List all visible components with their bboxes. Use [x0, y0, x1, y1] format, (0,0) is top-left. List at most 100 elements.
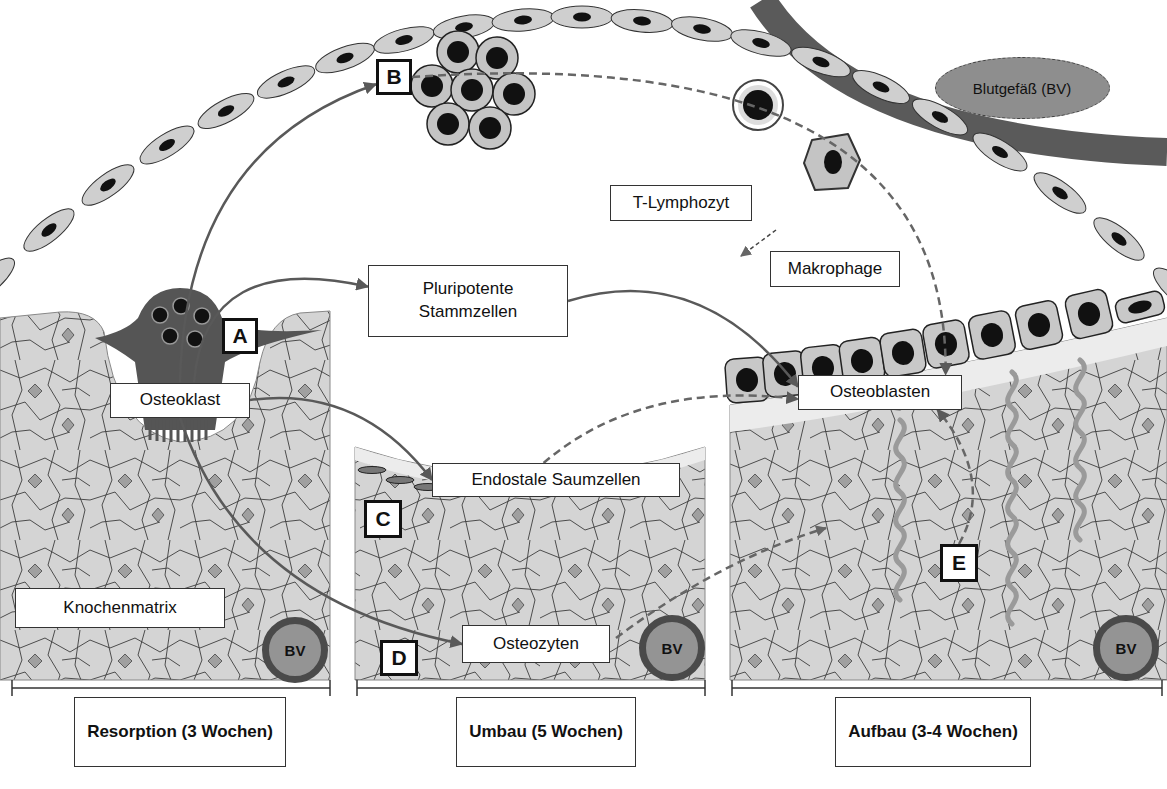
endothelial-cells [633, 16, 652, 27]
endothelial-cells [253, 59, 319, 104]
osteoblast-cells [890, 339, 915, 366]
osteocyte-signal-arrow [616, 528, 826, 638]
blood-vessel [762, 0, 1167, 152]
endothelial-cells [848, 64, 913, 110]
osteoblast-cells [979, 321, 1005, 349]
endothelial-cells [76, 158, 139, 212]
osteoclast-cell [163, 420, 166, 442]
osteoblast-cells [1114, 290, 1166, 325]
phase-brackets [11, 680, 13, 696]
node-text: Osteoklast [140, 390, 220, 410]
callout-letter: C [364, 500, 402, 538]
endothelial-cells [930, 109, 950, 126]
cell-label: Osteoklast [110, 383, 250, 418]
endothelial-cells [968, 126, 1032, 178]
callout-letter: A [222, 318, 258, 354]
connector-arrow [194, 279, 368, 383]
osteoclast-cell [194, 308, 210, 324]
callout-letter: D [380, 640, 418, 676]
endothelial-cells [669, 12, 734, 45]
osteoclast-cell [177, 420, 180, 442]
stem-cell-cluster [469, 107, 511, 149]
endothelial-cells [751, 36, 771, 49]
phase-brackets [704, 680, 706, 696]
osteoclast-cell [205, 420, 208, 440]
phase-brackets [329, 680, 331, 696]
node-text: E [952, 551, 966, 575]
macrophage-cell [824, 150, 842, 174]
signal-squiggles [1008, 372, 1017, 624]
node-text: Endostale Saumzellen [471, 470, 640, 490]
osteoblast-cells [849, 348, 874, 375]
osteoblast-cells [1114, 290, 1166, 325]
stem-cell-cluster [447, 41, 469, 63]
vessel-circle: BV [1093, 615, 1159, 681]
t-lymphocyte-cell [738, 85, 778, 125]
endothelial-cells [669, 12, 734, 45]
endothelial-cells [491, 6, 555, 33]
lining-cells [358, 467, 386, 474]
osteoblast-cells [735, 367, 759, 392]
blood-vessel [762, 0, 1167, 152]
node-text: A [232, 324, 247, 348]
endothelial-cells [276, 74, 296, 90]
bone-matrix [730, 318, 1167, 432]
osteoclast-cell [170, 420, 173, 442]
stem-cell-cluster [411, 65, 453, 107]
endothelial-cells [1050, 184, 1070, 202]
t-lymphocyte-cell [733, 80, 783, 130]
stem-cell-cluster [461, 79, 483, 101]
bone-matrix [730, 318, 1167, 680]
endothelial-cells [371, 21, 437, 58]
osteocyte-signal-arrow [616, 528, 826, 638]
endothelial-cells [968, 126, 1032, 178]
endothelial-cells [312, 37, 378, 79]
endothelial-cells [788, 41, 854, 83]
endothelial-cells [0, 6, 1167, 319]
cell-label: Makrophage [770, 251, 900, 287]
vessel-label: Blutgefäß (BV) [935, 57, 1110, 119]
node-text: Resorption (3 Wochen) [87, 722, 273, 742]
endothelial-cells [848, 64, 913, 110]
phase-brackets [732, 687, 1162, 689]
endothelial-cells [573, 13, 591, 22]
endothelial-cells [1088, 211, 1150, 267]
endothelial-cells [18, 202, 80, 258]
t-lymphocyte-cell [733, 80, 783, 256]
node-text: BV [662, 640, 683, 657]
endothelial-cells [39, 221, 59, 239]
endothelial-cells [1028, 166, 1091, 220]
osteoblast-cells [1076, 300, 1103, 328]
node-text: Knochenmatrix [63, 598, 176, 618]
stem-cell-cluster [437, 31, 479, 73]
endothelial-cells [18, 202, 80, 258]
endothelial-cells [371, 21, 437, 58]
tissue-label: Knochenmatrix [15, 588, 225, 628]
endothelial-cells [1088, 211, 1150, 267]
endothelial-cells [551, 6, 613, 28]
lining-cells [386, 477, 414, 484]
endothelial-cells [312, 37, 378, 79]
vessel-circle: BV [262, 617, 328, 683]
stem-cell-cluster [427, 103, 469, 145]
phase-brackets [357, 687, 705, 689]
osteoclast-cell [150, 420, 206, 442]
endothelial-cells [0, 251, 21, 308]
endothelial-cells [728, 24, 794, 61]
stem-cell-cluster [486, 47, 508, 69]
node-text: Osteoblasten [830, 382, 930, 402]
osteoclast-cell [191, 420, 194, 442]
endothelial-cells [811, 55, 831, 70]
phase-brackets [731, 680, 733, 696]
node-text: Aufbau (3-4 Wochen) [848, 722, 1018, 742]
endothelial-cells [871, 79, 891, 95]
connector-arrow [180, 84, 376, 382]
osteoblast-cells [1014, 299, 1064, 351]
osteoblast-cells [967, 309, 1017, 360]
stem-cell-cluster [503, 83, 525, 105]
connector-arrow [250, 398, 432, 480]
stem-cell-cluster [421, 75, 443, 97]
node-text: BV [285, 642, 306, 659]
node-text: B [386, 65, 401, 89]
osteoblast-cells [967, 309, 1017, 360]
